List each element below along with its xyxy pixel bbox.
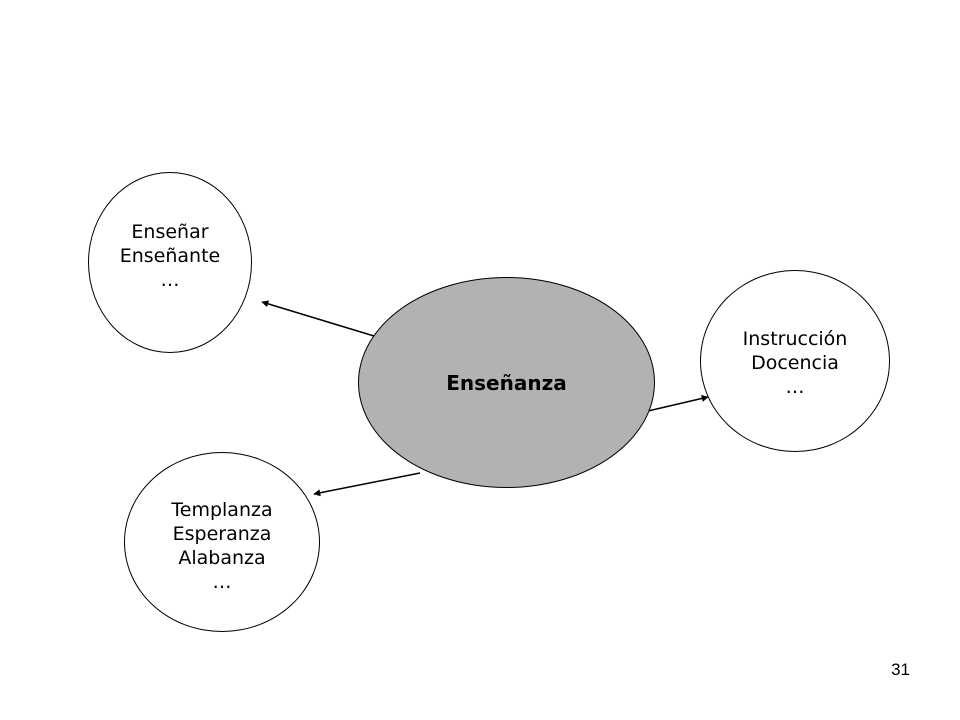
node-term: Instrucción	[742, 328, 848, 350]
arrow-to-ensenar	[261, 300, 375, 337]
node-ellipsis: …	[785, 376, 805, 398]
arrow-to-instruccion	[647, 395, 709, 412]
center-node-label: Enseñanza	[446, 370, 567, 395]
node-templanza: Templanza Esperanza Alabanza …	[124, 452, 320, 632]
node-term: Esperanza	[172, 523, 272, 545]
page-number: 31	[891, 660, 910, 679]
node-ensenar: Enseñar Enseñante …	[88, 172, 252, 353]
arrow-to-templanza	[313, 472, 421, 497]
node-instruccion: Instrucción Docencia …	[700, 270, 890, 452]
node-ellipsis: …	[160, 268, 180, 291]
node-term: Templanza	[171, 499, 273, 521]
node-ellipsis: …	[212, 571, 232, 593]
node-term: Alabanza	[178, 547, 266, 569]
center-node-ensenanza: Enseñanza	[358, 277, 655, 488]
node-term: Docencia	[751, 352, 839, 374]
node-term: Enseñar	[131, 220, 209, 243]
node-term: Enseñante	[119, 244, 221, 267]
